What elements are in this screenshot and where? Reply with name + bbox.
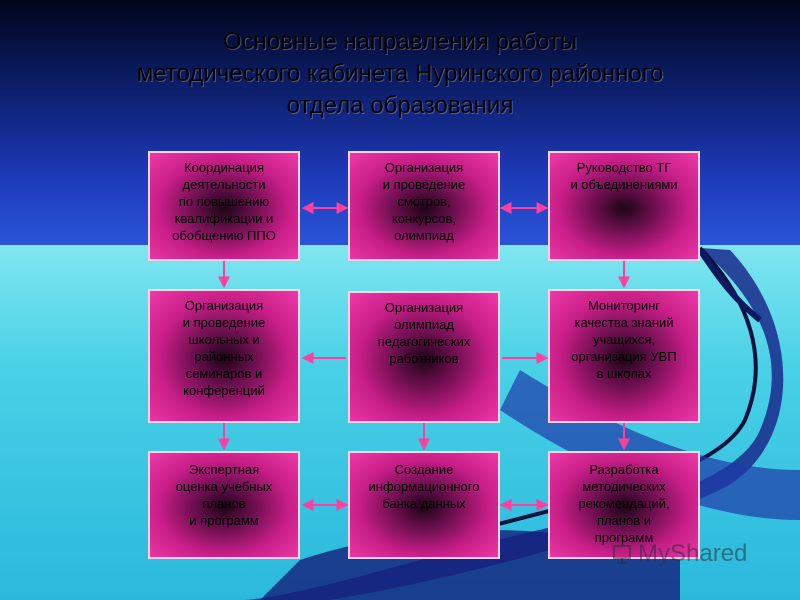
watermark-text: MyShared xyxy=(638,540,748,567)
box-line: информационного xyxy=(368,479,480,494)
box-line: районных xyxy=(194,349,254,364)
box-line: учащихся, xyxy=(593,332,655,347)
slide-title: Основные направления работы методическог… xyxy=(0,26,800,122)
box-line: работников xyxy=(389,351,459,366)
box-expert-review: Экспертная оценка учебных планов и прогр… xyxy=(148,451,300,559)
title-line-3: отдела образования xyxy=(286,92,514,119)
box-line: олимпиад xyxy=(394,317,454,332)
box-line: организация УВП xyxy=(571,349,677,364)
box-line: программ xyxy=(594,530,654,545)
box-line: Руководство ТГ xyxy=(576,160,672,175)
box-line: в школах xyxy=(596,366,652,381)
title-line-1: Основные направления работы xyxy=(222,28,578,55)
box-line: и программ xyxy=(189,513,259,528)
box-line: квалификации и xyxy=(174,211,274,226)
box-line: планов xyxy=(202,496,246,511)
box-line: педагогических xyxy=(377,334,471,349)
box-line: конференций xyxy=(183,383,265,398)
box-line: рекомендаций, xyxy=(578,496,670,511)
title-line-2: методического кабинета Нуринского районн… xyxy=(136,60,664,87)
box-line: обобщению ППО xyxy=(172,228,276,243)
box-monitoring: Мониторинг качества знаний учащихся, орг… xyxy=(548,289,700,423)
box-line: банка данных xyxy=(382,496,466,511)
box-coordination: Координация деятельности по повышению кв… xyxy=(148,151,300,261)
box-line: и проведение xyxy=(182,315,266,330)
box-line: олимпиад xyxy=(394,228,454,243)
box-recommendations: Разработка методических рекомендаций, пл… xyxy=(548,451,700,559)
box-line: деятельности xyxy=(182,177,266,192)
box-line: Разработка xyxy=(589,462,659,477)
box-line: планов и xyxy=(596,513,652,528)
box-line: оценка учебных xyxy=(175,479,273,494)
box-line: Организация xyxy=(184,298,264,313)
box-line: конкурсов, xyxy=(391,211,457,226)
box-line: качества знаний xyxy=(574,315,674,330)
box-line: по повышению xyxy=(178,194,270,209)
box-guidance: Руководство ТГ и объединениями xyxy=(548,151,700,261)
box-line: и объединениями xyxy=(570,177,678,192)
box-contests: Организация и проведение смотров, конкур… xyxy=(348,151,500,261)
box-line: Мониторинг xyxy=(587,298,661,313)
box-line: смотров, xyxy=(397,194,451,209)
box-line: Экспертная xyxy=(188,462,260,477)
box-databank: Создание информационного банка данных xyxy=(348,451,500,559)
box-line: методических xyxy=(582,479,666,494)
box-line: Создание xyxy=(394,462,454,477)
box-teacher-olympiads: Организация олимпиад педагогических рабо… xyxy=(348,291,500,423)
box-line: школьных и xyxy=(188,332,260,347)
box-seminars: Организация и проведение школьных и райо… xyxy=(148,289,300,423)
watermark-logo-icon xyxy=(613,545,631,564)
box-line: семинаров и xyxy=(185,366,263,381)
box-line: Координация xyxy=(184,160,264,175)
box-line: Организация xyxy=(384,300,464,315)
box-line: Организация xyxy=(384,160,464,175)
box-line: и проведение xyxy=(382,177,466,192)
